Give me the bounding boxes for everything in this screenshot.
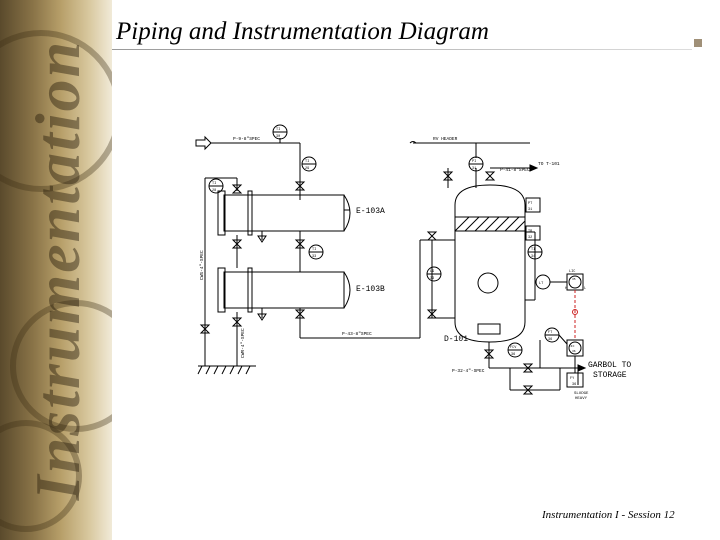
ft-tag: FT: [548, 331, 552, 335]
ti-34-tag: TI: [531, 248, 535, 252]
gate-valve: [294, 239, 306, 249]
exchanger-lower-flange: [217, 267, 226, 313]
overhead-arrow: [529, 164, 539, 172]
tr-num: 32: [528, 236, 532, 240]
lic-panel-circle: [568, 275, 582, 289]
decorative-side-band: Instrumentation: [0, 0, 112, 540]
decorative-swirl: [10, 300, 112, 432]
overhead-line-label: P-41-8"SPEC: [500, 167, 530, 173]
pt-panel: [525, 197, 541, 213]
cw-supply-label: CWS-4"-SPEC: [199, 250, 205, 280]
gate-valve: [483, 349, 495, 359]
title-divider: [112, 49, 692, 50]
drum-vessel: [454, 184, 526, 343]
e103a-label: E-103A: [356, 207, 385, 216]
lah-tag: H: [565, 287, 567, 291]
ti-top-num: 30: [276, 135, 280, 139]
lg-tag: LG: [430, 270, 434, 274]
pi-num: 31: [472, 167, 476, 171]
fic-num: 36: [572, 350, 576, 353]
lg-num: 33: [430, 277, 434, 281]
bypass-valve: [522, 385, 534, 395]
exchanger-upper-flange2: [247, 190, 253, 236]
ti-34-num: 34: [531, 255, 535, 259]
sludge-label-line2: HEAVY: [575, 397, 588, 401]
ti-29-tag: TI: [305, 160, 309, 164]
tr-panel: [525, 225, 541, 241]
bottom-boot: [477, 323, 501, 335]
lal-tag: L: [584, 287, 586, 291]
gate-valve: [294, 181, 306, 191]
lic-num: 35: [572, 278, 576, 281]
gate-valve: [231, 184, 243, 194]
exchanger-upper-head: [343, 194, 351, 232]
e103b-label: E-103B: [356, 285, 385, 294]
gate-valve: [484, 171, 496, 181]
cw-return-label: CWR-4"-SPEC: [240, 328, 246, 358]
ft-to-fic-signal: [558, 334, 568, 345]
rv-header-label: RV HEADER: [433, 136, 458, 142]
gate-valve: [231, 317, 243, 327]
product-arrow: [577, 364, 587, 372]
ti-28-num: 28: [212, 189, 216, 193]
fcv-tag: FCV: [510, 346, 517, 350]
d101-label: D-101: [444, 335, 468, 344]
decorative-swirl: [0, 30, 112, 192]
drain-valve: [257, 235, 267, 243]
pt-num: 31: [528, 208, 532, 212]
slide-footer: Instrumentation I - Session 12: [542, 509, 675, 521]
fic-tag: FIC: [569, 345, 575, 348]
exchanger-lower-shell: [223, 271, 345, 309]
lt-tag: LT: [539, 282, 543, 286]
fic-panel-circle: [568, 341, 582, 355]
fy-tag: FY: [570, 377, 575, 381]
fcv-num: 36: [511, 353, 515, 357]
gate-valve: [231, 239, 243, 249]
fy-num: 36: [572, 383, 576, 387]
to-drum-line-label: P-43-8"SPEC: [342, 331, 372, 337]
inlet-arrow-shape: [195, 135, 212, 151]
exchanger-upper-shell: [223, 194, 345, 232]
sludge-label-line1: SLUDGE: [574, 392, 589, 396]
demister-pad: [454, 216, 526, 232]
ti-29-num: 29: [305, 167, 309, 171]
gate-valve: [426, 309, 438, 319]
control-valve-body: [522, 363, 534, 373]
gate-valve: [294, 309, 306, 319]
pi-tag: PI: [472, 160, 476, 164]
manway: [477, 272, 499, 294]
demister-hatch: [454, 216, 526, 232]
top-inlet-line-label: P-9-8"SPEC: [233, 136, 260, 142]
exchanger-lower-head: [343, 271, 351, 309]
decorative-swirl: [0, 420, 82, 532]
gate-valve: [199, 324, 211, 334]
lic-tag: LIC: [569, 270, 575, 274]
bottoms-line-label: P-32-4"-SPEC: [452, 368, 485, 374]
tr-tag: TR: [528, 230, 533, 234]
ground-hatch: [197, 365, 251, 375]
to-t101-label: TO T-101: [538, 161, 560, 167]
gate-valve: [442, 171, 454, 181]
ti-28-tag: TI: [212, 182, 216, 186]
ti-top-tag: TI: [276, 128, 280, 132]
ti-33-num: 33: [312, 255, 316, 259]
ti-33-tag: TI: [312, 248, 316, 252]
drain-valve: [257, 313, 267, 321]
ft-num: 36: [548, 338, 552, 342]
pt-tag: PT: [528, 202, 532, 206]
slide-title: Piping and Instrumentation Diagram: [116, 18, 489, 45]
corner-bullet: [694, 39, 702, 47]
product-dest-label-line1: GARBOL TO: [588, 361, 631, 370]
product-dest-label-line2: STORAGE: [593, 371, 627, 380]
gate-valve: [426, 231, 438, 241]
exchanger-lower-flange2: [247, 267, 253, 313]
signal-junction: [572, 309, 578, 315]
